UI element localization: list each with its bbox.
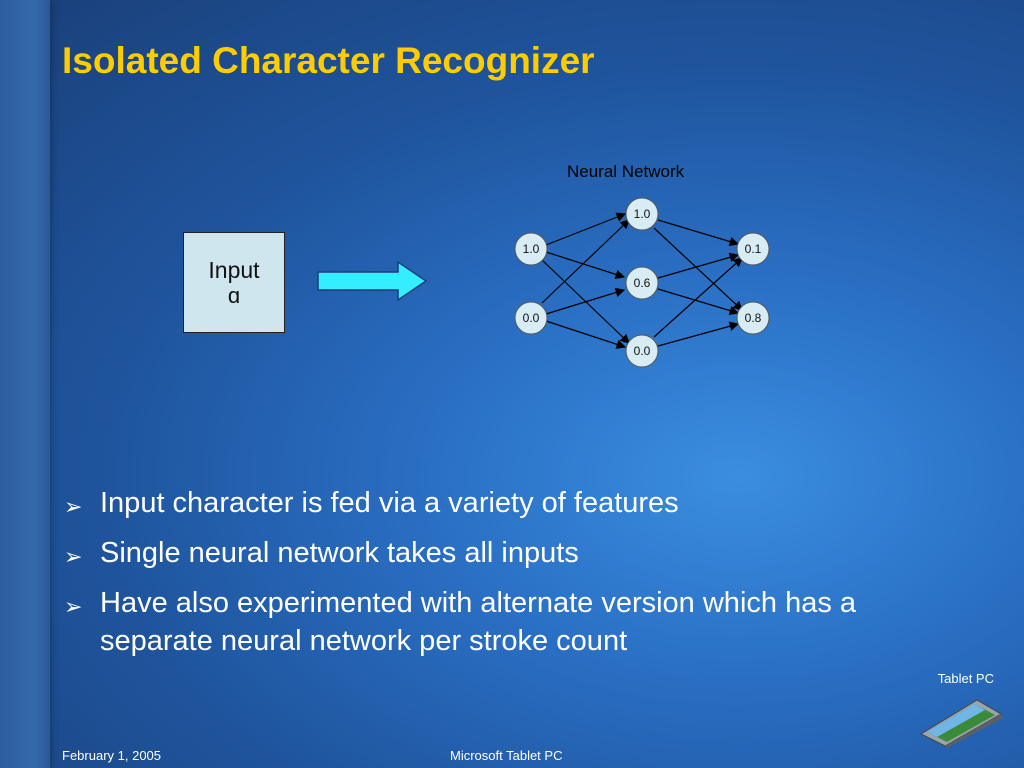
hidden-node: 1.0 [625,197,659,231]
bullet-item: ➢Input character is fed via a variety of… [64,484,924,522]
svg-text:0.1: 0.1 [745,242,762,256]
hidden-node: 0.0 [625,334,659,368]
bullet-item: ➢Have also experimented with alternate v… [64,587,857,657]
network-label: Neural Network [567,162,685,181]
bullet-list: ➢Input character is fed via a variety of… [64,484,924,672]
input-box-label: Input [208,257,260,283]
svg-text:0.0: 0.0 [523,311,540,325]
chevron-right-icon: ➢ [64,494,83,519]
chevron-right-icon: ➢ [64,594,83,619]
brand-label: Tablet PC [937,671,994,686]
slide-title: Isolated Character Recognizer [62,40,595,81]
arrow-right-icon [317,260,428,302]
svg-text:0.0: 0.0 [634,344,651,358]
input-node: 1.0 [514,232,548,266]
input-node: 0.0 [514,301,548,335]
output-node: 0.1 [736,232,770,266]
input-box: Input ɑ [183,232,285,333]
footer-title: Microsoft Tablet PC [450,748,563,763]
hidden-node: 0.6 [625,266,659,300]
neural-network-diagram: Neural Network 1.0 0.0 1.0 0.6 0.0 0.1 0… [514,162,770,368]
output-node: 0.8 [736,301,770,335]
chevron-right-icon: ➢ [64,544,83,569]
input-char: ɑ [227,283,241,308]
svg-text:1.0: 1.0 [523,242,540,256]
svg-text:0.8: 0.8 [745,311,762,325]
bullet-item: ➢Single neural network takes all inputs [64,534,924,572]
laptop-icon [919,699,1003,748]
left-band [0,0,50,768]
svg-text:0.6: 0.6 [634,276,651,290]
footer-date: February 1, 2005 [62,748,162,763]
svg-text:1.0: 1.0 [634,207,651,221]
